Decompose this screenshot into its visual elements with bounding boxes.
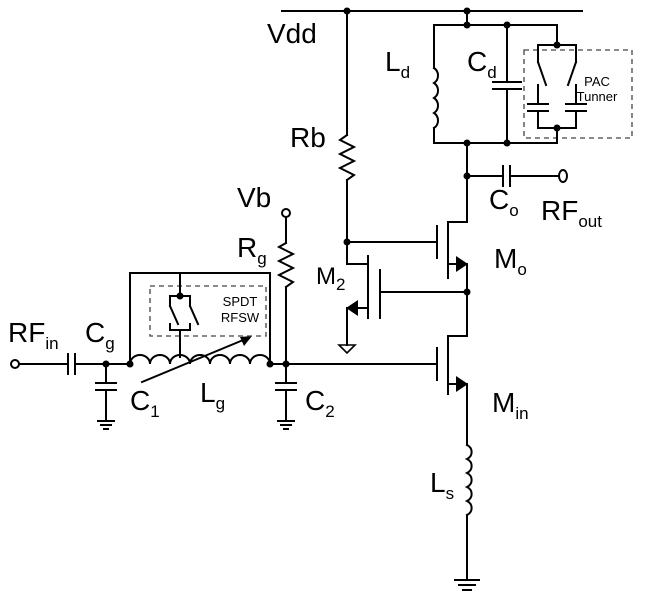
cd-label: Cd: [467, 46, 497, 82]
vb-label: Vb: [237, 182, 271, 213]
spdt-label-line1: SPDT: [223, 294, 258, 309]
input-network: [10, 353, 131, 430]
m2-transistor: [337, 241, 468, 355]
vdd-rail: [281, 7, 583, 15]
pac-label-line2: Tunner: [577, 89, 618, 104]
mo-transistor: [346, 221, 471, 337]
vb-rg-network: [276, 208, 296, 368]
min-label: Min: [492, 387, 529, 423]
lg-inductor: [126, 336, 438, 384]
mo-label: Mo: [494, 243, 527, 279]
c2-capacitor: [275, 363, 297, 430]
spdt-rfsw: [129, 272, 271, 365]
spdt-label-line2: RFSW: [221, 310, 260, 325]
rb-resistor: [337, 10, 357, 246]
rfin-label: RFin: [8, 317, 59, 353]
vdd-label: Vdd: [267, 18, 317, 49]
ls-inductor: [454, 443, 480, 591]
pac-label-line1: PAC: [584, 74, 610, 89]
output-network: [463, 142, 568, 223]
min-transistor: [436, 335, 468, 446]
rb-label: Rb: [290, 122, 326, 153]
ld-label: Ld: [385, 46, 410, 82]
co-label: Co: [489, 184, 519, 220]
pac-tuner: [523, 24, 633, 144]
lg-label: Lg: [200, 377, 225, 413]
m2-label: M2: [316, 263, 345, 294]
c2-label: C2: [305, 385, 335, 421]
rfout-label: RFout: [541, 195, 602, 231]
rg-label: Rg: [237, 232, 267, 268]
ld-cd-tank: [432, 10, 558, 147]
ls-label: Ls: [430, 467, 454, 503]
c1-label: C1: [130, 385, 160, 421]
cg-label: Cg: [85, 317, 115, 353]
